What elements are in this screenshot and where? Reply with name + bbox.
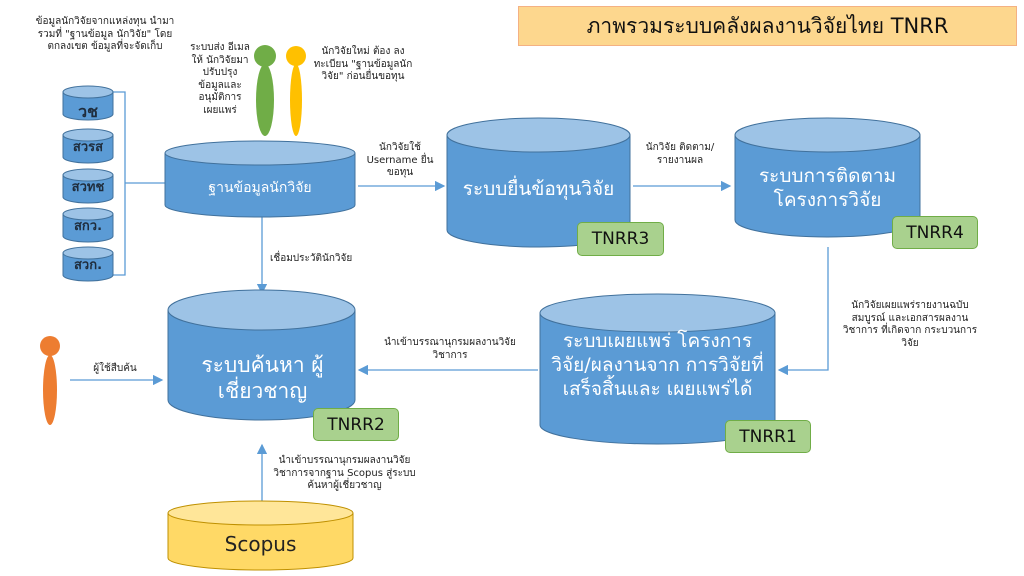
person-green-icon (254, 45, 276, 136)
source-label: สกว. (73, 219, 103, 234)
tracking-system-label: ระบบการติดตาม โครงการวิจัย (758, 165, 897, 211)
note-scopus-import: นำเข้าบรรณานุกรมผลงานวิจัย วิชาการจากฐาน… (273, 455, 416, 491)
publish-system-cylinder (539, 293, 776, 445)
source-cylinder (62, 128, 114, 164)
scopus-label: Scopus (224, 532, 297, 556)
researcher-db-label: ฐานข้อมูลนักวิจัย (208, 180, 312, 196)
note-import-bib: นำเข้าบรรณานุกรมผลงานวิจัย วิชาการ (384, 337, 516, 361)
source-cylinder (62, 246, 114, 282)
note-sources: ข้อมูลนักวิจัยจากแหล่งทุน นำมารวมที่ "ฐา… (35, 16, 175, 52)
grant-system-label: ระบบยื่นข้อทุนวิจัย (462, 178, 615, 200)
note-follow: นักวิจัย ติดตาม/ รายงานผล (645, 142, 715, 166)
source-cylinder (62, 207, 114, 243)
badge-tnrr4: TNRR4 (892, 216, 978, 249)
source-label: สวรส (72, 140, 104, 155)
expert-system-cylinder (167, 289, 356, 421)
source-label: สวทช (71, 180, 105, 195)
arrow-tracking-to-publish (777, 247, 829, 376)
note-username: นักวิจัยใช้ Username ยื่นขอทุน (366, 142, 434, 178)
publish-system-label: ระบบเผยแพร่ โครงการวิจัย/ผลงานจาก การวิจ… (551, 330, 764, 400)
source-cylinder (62, 85, 114, 121)
note-new-researcher: นักวิจัยใหม่ ต้อง ลงทะเบียน "ฐานข้อมูลนั… (313, 46, 413, 82)
expert-system-label: ระบบค้นหา ผู้เชี่ยวชาญ (201, 353, 324, 404)
badge-tnrr2: TNRR2 (313, 408, 399, 441)
tracking-system-cylinder (734, 117, 921, 238)
researcher-db-cylinder (164, 140, 356, 218)
badge-tnrr3: TNRR3 (577, 222, 664, 256)
source-cylinder (62, 168, 114, 204)
badge-tnrr1: TNRR1 (725, 420, 811, 453)
source-label: วช (78, 102, 98, 121)
source-label: สวก. (73, 258, 103, 273)
scopus-cylinder (167, 500, 354, 571)
page-title: ภาพรวมระบบคลังผลงานวิจัยไทย TNRR (518, 6, 1017, 46)
person-orange-icon (40, 336, 60, 425)
note-link-profile: เชื่อมประวัตินักวิจัย (270, 253, 353, 264)
note-user-search: ผู้ใช้สืบค้น (93, 363, 137, 374)
person-yellow-icon (286, 46, 306, 136)
note-publish-report: นักวิจัยเผยแพร่รายงานฉบับ สมบูรณ์ และเอก… (842, 300, 978, 349)
note-email: ระบบส่ง อีเมลให้ นักวิจัยมา ปรับปรุง ข้อ… (190, 42, 250, 116)
